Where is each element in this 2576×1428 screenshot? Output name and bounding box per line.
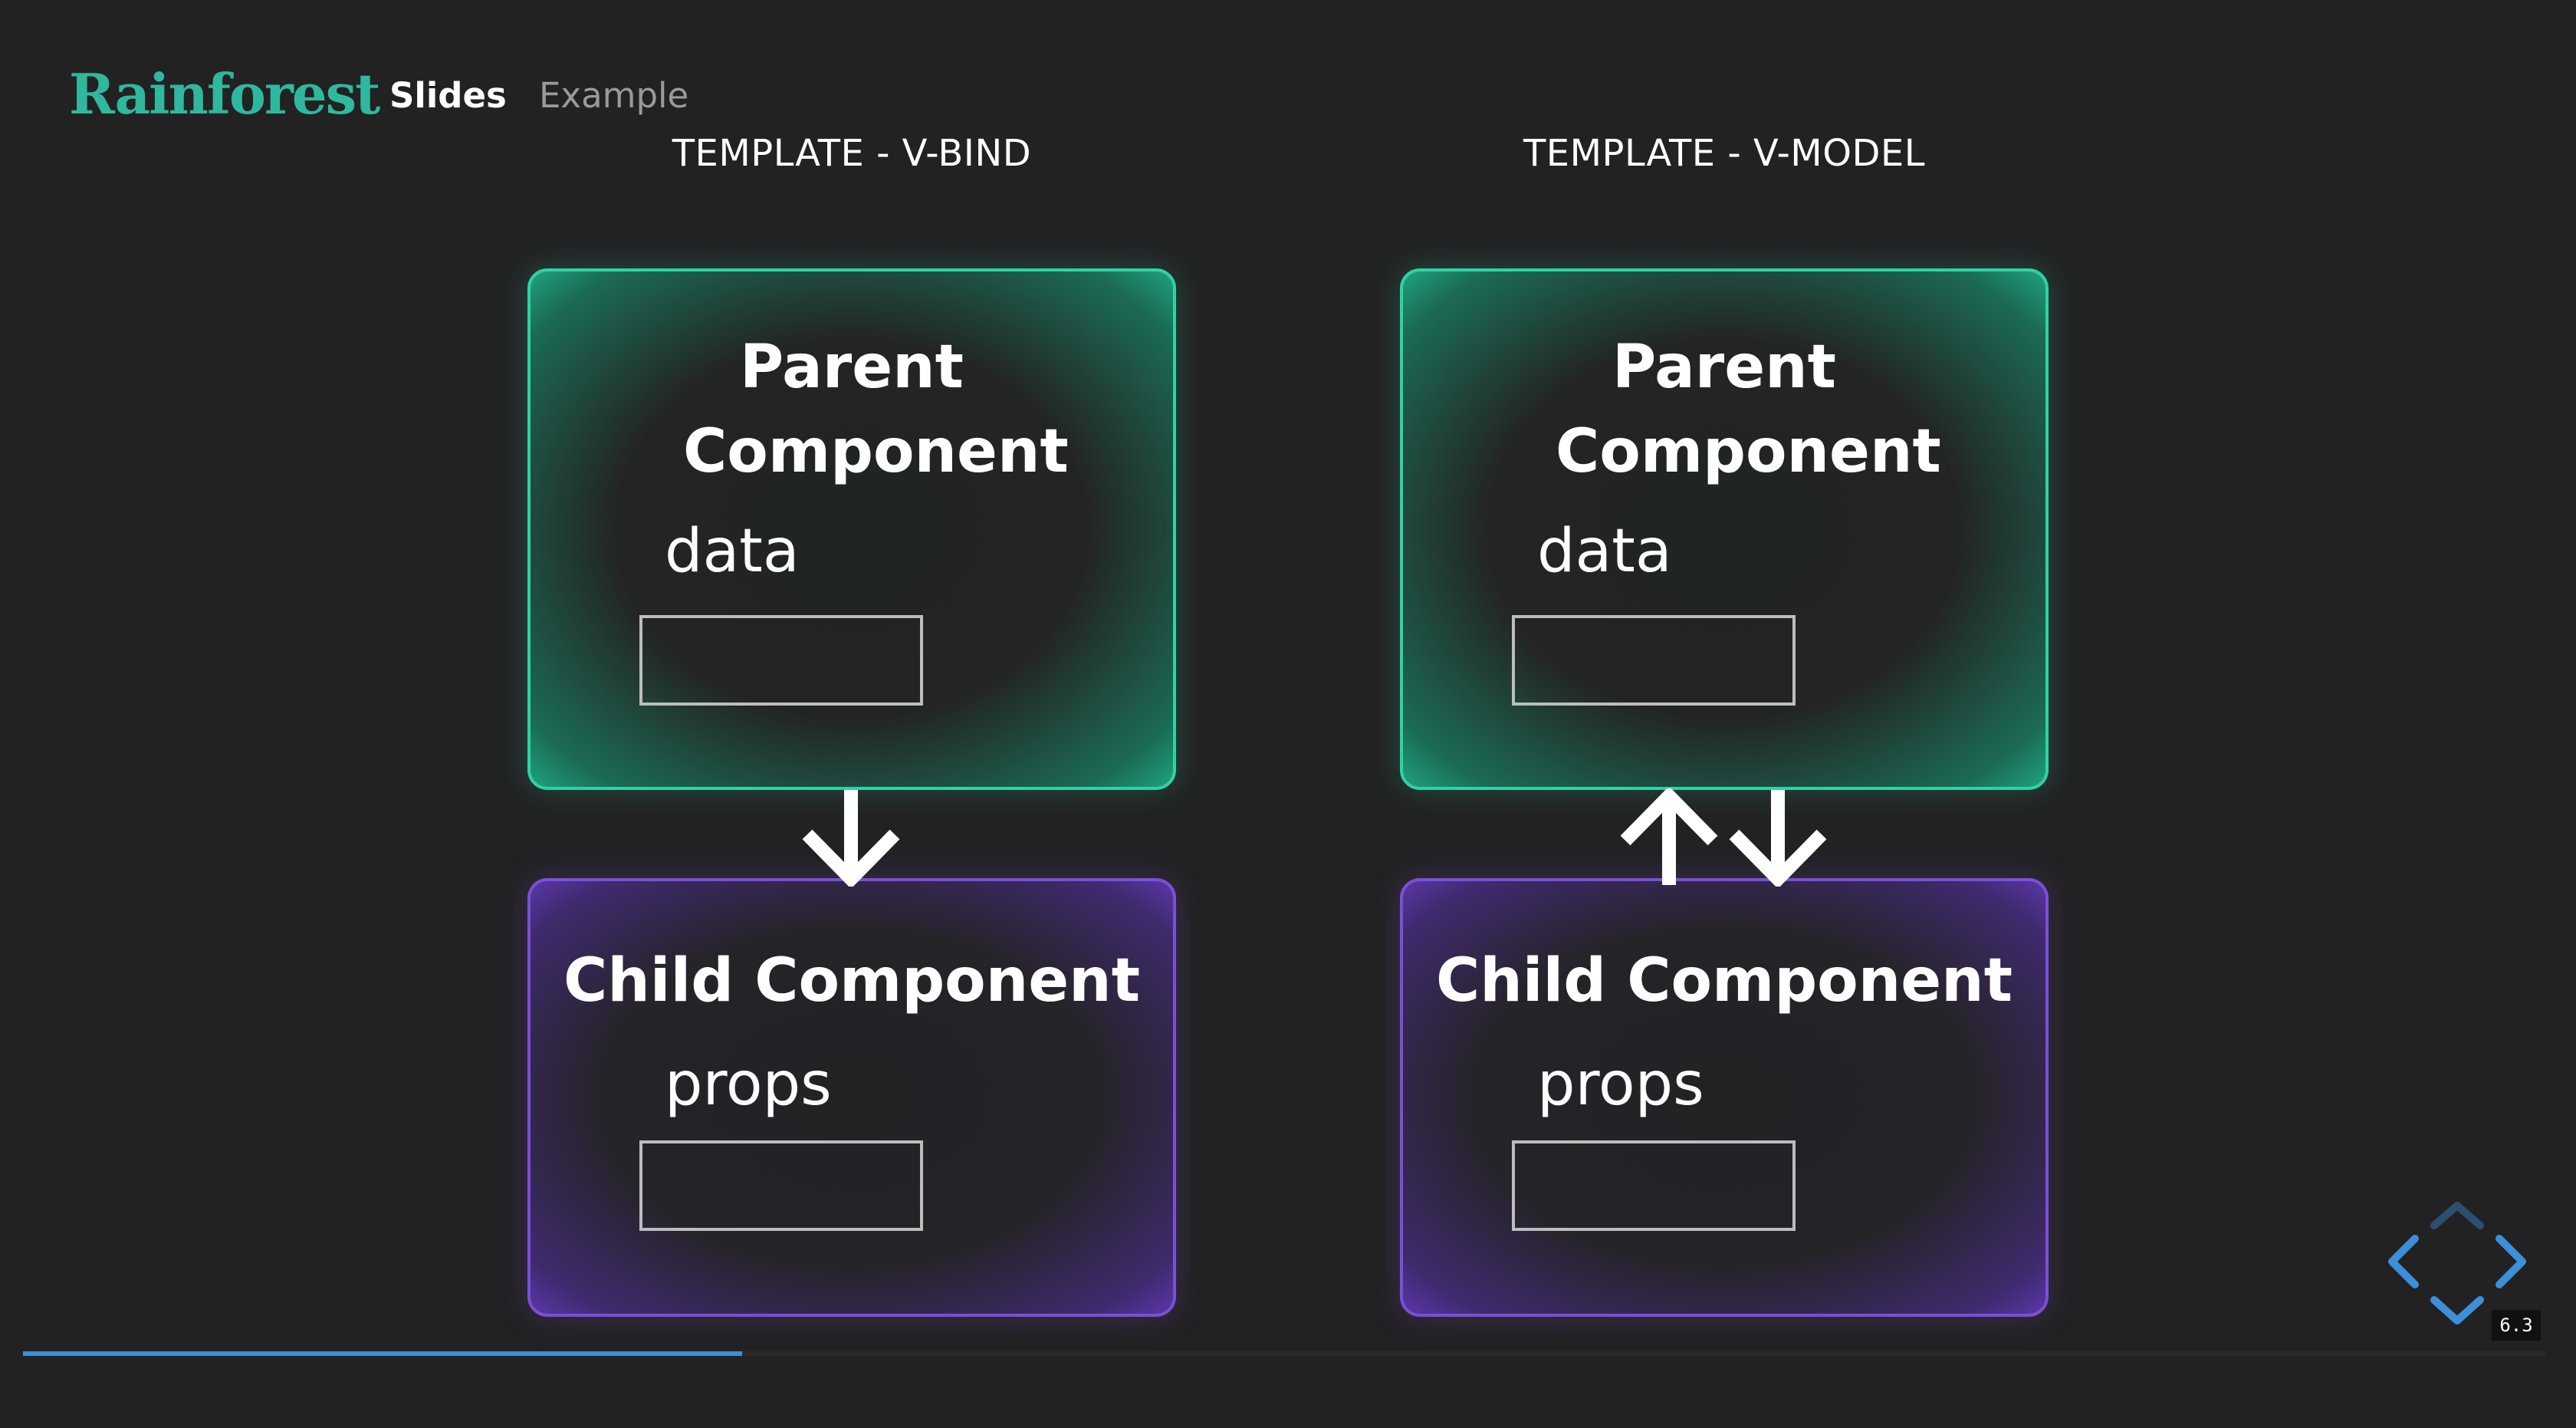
child-component-box: Child Component props bbox=[527, 878, 1176, 1317]
arrow-up-icon bbox=[1620, 788, 1718, 885]
progress-bar bbox=[23, 1351, 2545, 1356]
slide-number: 6.3 bbox=[2492, 1310, 2541, 1341]
parent-component-title: Parent Component bbox=[1556, 333, 1941, 486]
child-component-title: Child Component bbox=[563, 946, 1140, 1015]
brand-logo[interactable]: Rainforest bbox=[69, 61, 380, 127]
chevron-up-icon[interactable] bbox=[2430, 1202, 2484, 1229]
arrow-down-icon bbox=[802, 790, 900, 887]
nav-link-example[interactable]: Example bbox=[539, 75, 689, 116]
child-component-title: Child Component bbox=[1435, 946, 2013, 1015]
chevron-right-icon[interactable] bbox=[2496, 1235, 2526, 1288]
arrow-down-icon bbox=[1729, 790, 1827, 887]
parent-component-box: Parent Component data bbox=[1400, 268, 2049, 790]
props-field bbox=[1512, 1140, 1796, 1231]
slide-navigation-controls bbox=[2388, 1202, 2526, 1324]
nav-link-slides[interactable]: Slides bbox=[389, 75, 507, 116]
child-component-box: Child Component props bbox=[1400, 878, 2049, 1317]
props-label: props bbox=[665, 1050, 832, 1119]
data-field bbox=[639, 615, 923, 706]
progress-bar-fill bbox=[23, 1351, 742, 1356]
parent-component-title: Parent Component bbox=[683, 333, 1069, 486]
chevron-left-icon[interactable] bbox=[2388, 1235, 2419, 1288]
props-field bbox=[639, 1140, 923, 1231]
data-field bbox=[1512, 615, 1796, 706]
column-heading-v-model: TEMPLATE - V-MODEL bbox=[1523, 132, 1925, 175]
data-label: data bbox=[665, 517, 800, 586]
props-label: props bbox=[1537, 1050, 1704, 1119]
data-label: data bbox=[1537, 517, 1672, 586]
column-heading-v-bind: TEMPLATE - V-BIND bbox=[672, 132, 1032, 175]
chevron-down-icon[interactable] bbox=[2430, 1296, 2484, 1324]
parent-component-box: Parent Component data bbox=[527, 268, 1176, 790]
